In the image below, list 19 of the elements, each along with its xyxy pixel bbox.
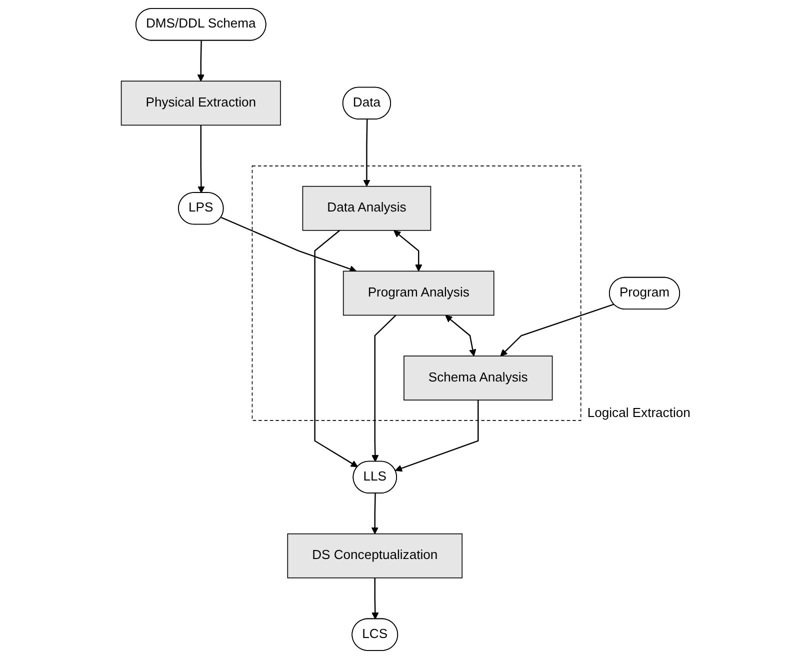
arrow bbox=[371, 578, 378, 620]
arrow bbox=[500, 304, 614, 356]
arrow bbox=[370, 493, 378, 534]
arrow bbox=[444, 315, 476, 356]
node-box: Program Analysis bbox=[342, 270, 494, 316]
arrow bbox=[393, 230, 422, 272]
arrow bbox=[196, 40, 204, 82]
arrow bbox=[362, 119, 370, 187]
arrow bbox=[197, 125, 204, 194]
node-label: Logical Extraction bbox=[587, 406, 690, 420]
node-box: Schema Analysis bbox=[403, 356, 552, 400]
arrow bbox=[394, 400, 478, 472]
arrow bbox=[314, 230, 358, 468]
arrow bbox=[371, 314, 396, 462]
node-box: Data Analysis bbox=[302, 186, 431, 231]
arrow bbox=[220, 216, 356, 272]
cluster bbox=[251, 166, 581, 421]
node-box: DS Conceptualization bbox=[286, 533, 462, 578]
node-box: Physical Extraction bbox=[120, 80, 281, 126]
